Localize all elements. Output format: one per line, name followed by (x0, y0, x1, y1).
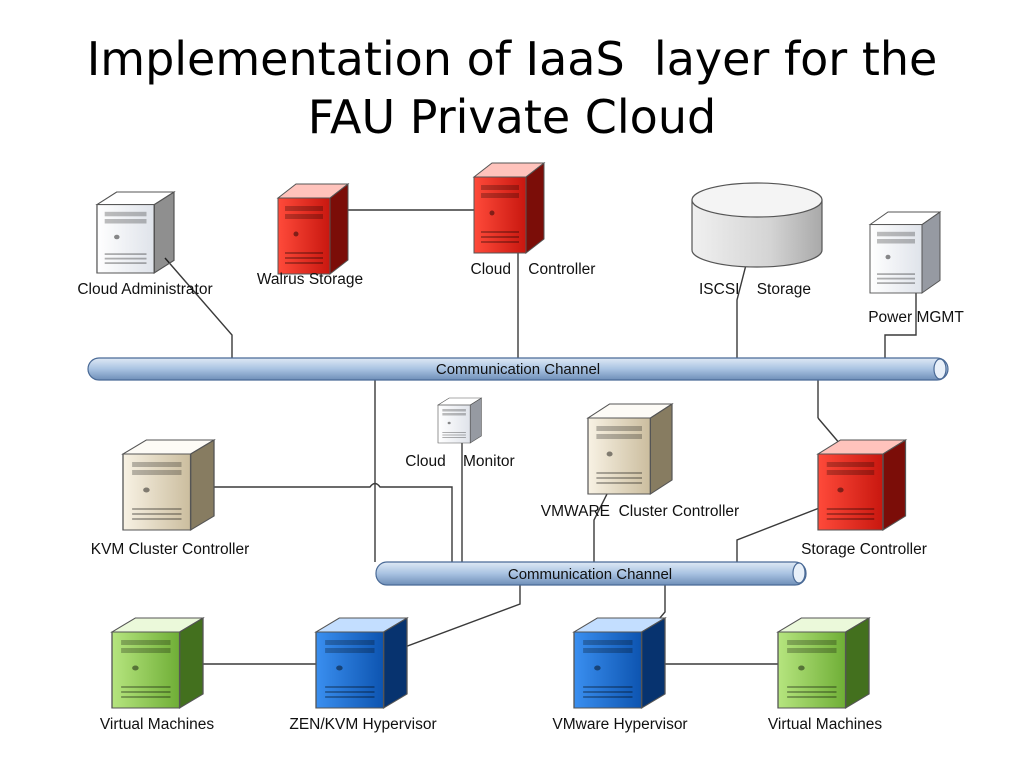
storage-controller-label: Storage Controller (801, 541, 927, 558)
cloud-administrator-label: Cloud Administrator (77, 281, 212, 298)
cloud-controller-label: Cloud Controller (471, 261, 596, 278)
virtual-machines-left-label: Virtual Machines (100, 716, 215, 733)
powermgmt-to-channel-link (884, 258, 917, 358)
cloud-monitor-label: Cloud Monitor (405, 453, 514, 470)
iscsi-storage-label: ISCSI Storage (699, 281, 811, 298)
cloud-monitor-node: Cloud Monitor (405, 397, 515, 470)
slide-title: Implementation of IaaS layer for the FAU… (40, 30, 984, 146)
virtual-machines-left-node: Virtual Machines (100, 617, 215, 733)
top-communication-channel: Communication Channel (87, 357, 949, 381)
zen-kvm-hypervisor-label: ZEN/KVM Hypervisor (289, 716, 436, 733)
admin-to-channel-link (164, 257, 233, 358)
iscsi-storage-node: ISCSI Storage (691, 182, 823, 298)
cloud-administrator-node: Cloud Administrator (77, 191, 213, 298)
title-line-1: Implementation of IaaS layer for the (86, 32, 938, 86)
storage-controller-link (736, 497, 846, 562)
green-server-icon (111, 617, 204, 709)
bottom-communication-channel: Communication Channel (375, 561, 807, 586)
title-line-2: FAU Private Cloud (307, 90, 717, 144)
vmware-hypervisor-label: VMware Hypervisor (552, 716, 687, 733)
beige-server-icon (122, 439, 215, 531)
kvm-cluster-controller-node: KVM Cluster Controller (91, 439, 250, 558)
walrus-storage-label: Walrus Storage (257, 271, 363, 288)
top-channel-label: Communication Channel (436, 361, 600, 378)
vmware-cluster-controller-node: VMWARE Cluster Controller (541, 403, 739, 520)
white-server-icon (437, 397, 482, 444)
red-server-icon (817, 439, 907, 531)
virtual-machines-right-node: Virtual Machines (768, 617, 883, 733)
zen-hypervisor-link (369, 585, 521, 661)
zen-kvm-hypervisor-node: ZEN/KVM Hypervisor (289, 617, 437, 733)
power-mgmt-node: Power MGMT (868, 211, 964, 326)
red-server-icon (277, 183, 349, 275)
green-server-icon (777, 617, 870, 709)
vmware-cluster-controller-label: VMWARE Cluster Controller (541, 503, 739, 520)
blue-server-icon (573, 617, 666, 709)
storage-disk-icon (691, 182, 823, 268)
white-server-icon (869, 211, 941, 294)
white-server-icon (96, 191, 175, 274)
kvm-cluster-link (170, 482, 453, 562)
power-mgmt-label: Power MGMT (868, 309, 964, 326)
kvm-cluster-controller-label: KVM Cluster Controller (91, 541, 250, 558)
virtual-machines-right-label: Virtual Machines (768, 716, 883, 733)
cloud-controller-node: Cloud Controller (471, 162, 596, 278)
red-server-icon (473, 162, 545, 254)
blue-server-icon (315, 617, 408, 709)
vmware-hypervisor-node: VMware Hypervisor (552, 617, 688, 733)
walrus-storage-node: Walrus Storage (257, 183, 363, 288)
storage-controller-node: Storage Controller (801, 439, 927, 558)
bottom-channel-label: Communication Channel (508, 566, 672, 583)
beige-server-icon (587, 403, 673, 495)
